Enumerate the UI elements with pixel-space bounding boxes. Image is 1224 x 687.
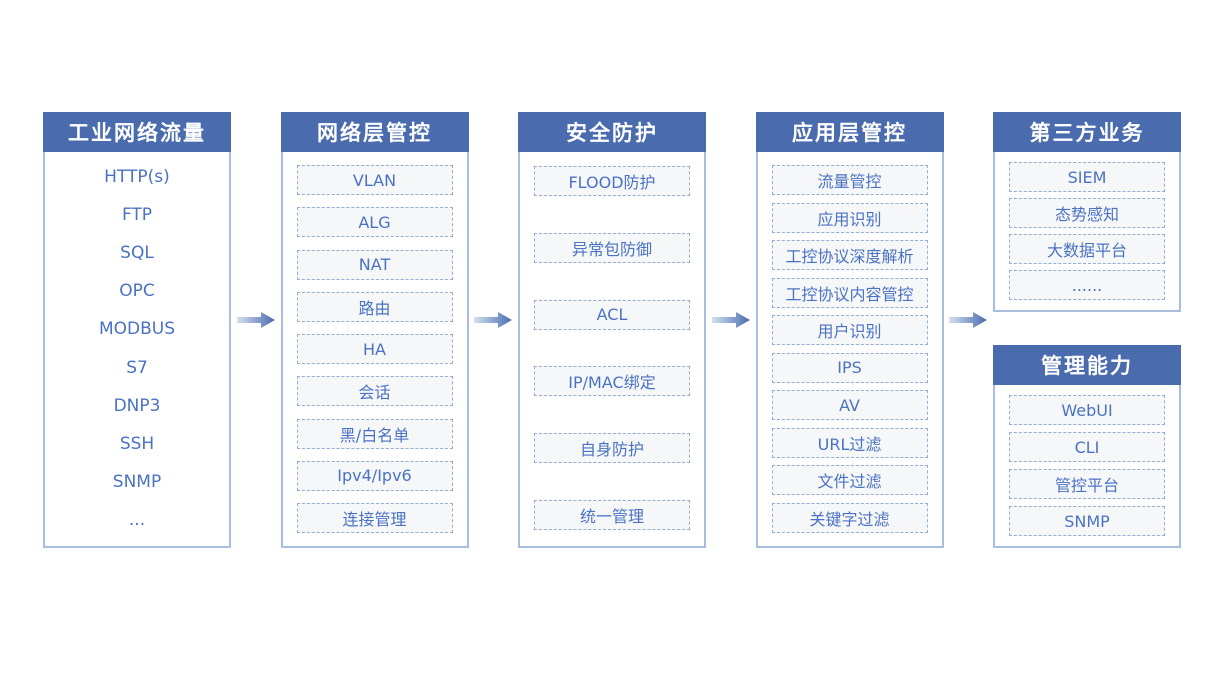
column-body: WebUI CLI 管控平台 SNMP (995, 385, 1179, 546)
capability-item: 会话 (296, 376, 453, 407)
arrow-right-icon (236, 312, 275, 328)
protocol-item: S7 (126, 357, 148, 378)
column-header: 第三方业务 (993, 112, 1181, 152)
capability-item: SNMP (1009, 506, 1165, 536)
capability-item: 大数据平台 (1009, 234, 1165, 264)
capability-item: Ipv4/Ipv6 (296, 460, 453, 491)
capability-item: VLAN (296, 165, 453, 195)
box-third-party: 第三方业务 SIEM 态势感知 大数据平台 ...... (993, 112, 1181, 312)
capability-item: 文件过滤 (771, 465, 928, 496)
column-body: 流量管控 应用识别 工控协议深度解析 工控协议内容管控 用户识别 IPS AV … (758, 152, 942, 546)
capability-item: NAT (296, 249, 453, 280)
capability-item: 工控协议内容管控 (771, 277, 928, 308)
capability-item: 连接管理 (296, 503, 453, 533)
capability-item: ACL (534, 299, 690, 330)
arrow-right-icon (949, 312, 988, 328)
capability-item: WebUI (1009, 395, 1165, 425)
capability-item: IPS (771, 352, 928, 383)
capability-item: 自身防护 (534, 433, 690, 464)
box-management: 管理能力 WebUI CLI 管控平台 SNMP (993, 345, 1181, 548)
capability-item: 流量管控 (771, 165, 928, 195)
capability-item: 统一管理 (534, 499, 690, 530)
protocol-item: HTTP(s) (104, 166, 170, 187)
capability-item: IP/MAC绑定 (534, 366, 690, 397)
column-security-protection: 安全防护 FLOOD防护 异常包防御 ACL IP/MAC绑定 自身防护 统一管… (518, 112, 706, 548)
capability-item: HA (296, 334, 453, 364)
arrow-slot (706, 112, 755, 548)
capability-item: AV (771, 390, 928, 421)
capability-item: 路由 (296, 291, 453, 322)
capability-item: 关键字过滤 (771, 502, 928, 533)
arrow-slot (944, 112, 993, 548)
column-right-stack: 第三方业务 SIEM 态势感知 大数据平台 ...... 管理能力 WebUI … (993, 112, 1181, 548)
protocol-item: SNMP (112, 472, 162, 493)
arrow-slot (469, 112, 518, 548)
flow-row: 工业网络流量 HTTP(s) FTP SQL OPC MODBUS S7 DNP… (43, 112, 1181, 548)
arrow-right-icon (474, 312, 513, 328)
protocol-item: FTP (121, 204, 153, 225)
protocol-item: OPC (119, 281, 155, 302)
protocol-item: ... (128, 510, 146, 531)
capability-item: ...... (1009, 270, 1165, 300)
capability-item: ALG (296, 207, 453, 238)
capability-item: 态势感知 (1009, 198, 1165, 228)
column-header: 工业网络流量 (43, 112, 231, 152)
capability-item: FLOOD防护 (534, 166, 690, 196)
column-body: FLOOD防护 异常包防御 ACL IP/MAC绑定 自身防护 统一管理 (520, 152, 704, 546)
capability-item: 用户识别 (771, 315, 928, 346)
column-body: VLAN ALG NAT 路由 HA 会话 黑/白名单 Ipv4/Ipv6 连接… (283, 152, 467, 546)
column-header: 安全防护 (518, 112, 706, 152)
arrow-right-icon (711, 312, 750, 328)
capability-item: URL过滤 (771, 427, 928, 458)
capability-item: CLI (1009, 432, 1165, 462)
arrow-slot (231, 112, 280, 548)
capability-item: 应用识别 (771, 202, 928, 233)
protocol-item: SQL (120, 242, 154, 263)
column-industrial-traffic: 工业网络流量 HTTP(s) FTP SQL OPC MODBUS S7 DNP… (43, 112, 231, 548)
capability-item: 工控协议深度解析 (771, 240, 928, 271)
capability-item: SIEM (1009, 162, 1165, 192)
column-application-layer: 应用层管控 流量管控 应用识别 工控协议深度解析 工控协议内容管控 用户识别 I… (755, 112, 944, 548)
column-header: 应用层管控 (755, 112, 944, 152)
column-body: SIEM 态势感知 大数据平台 ...... (995, 152, 1179, 310)
protocol-item: MODBUS (98, 319, 176, 340)
column-body: HTTP(s) FTP SQL OPC MODBUS S7 DNP3 SSH S… (45, 152, 229, 546)
column-header: 网络层管控 (280, 112, 469, 152)
capability-item: 异常包防御 (534, 232, 690, 263)
protocol-item: SSH (119, 433, 155, 454)
capability-item: 管控平台 (1009, 469, 1165, 499)
capability-item: 黑/白名单 (296, 418, 453, 449)
column-network-layer: 网络层管控 VLAN ALG NAT 路由 HA 会话 黑/白名单 Ipv4/I… (280, 112, 469, 548)
protocol-item: DNP3 (113, 395, 161, 416)
column-header: 管理能力 (993, 345, 1181, 385)
